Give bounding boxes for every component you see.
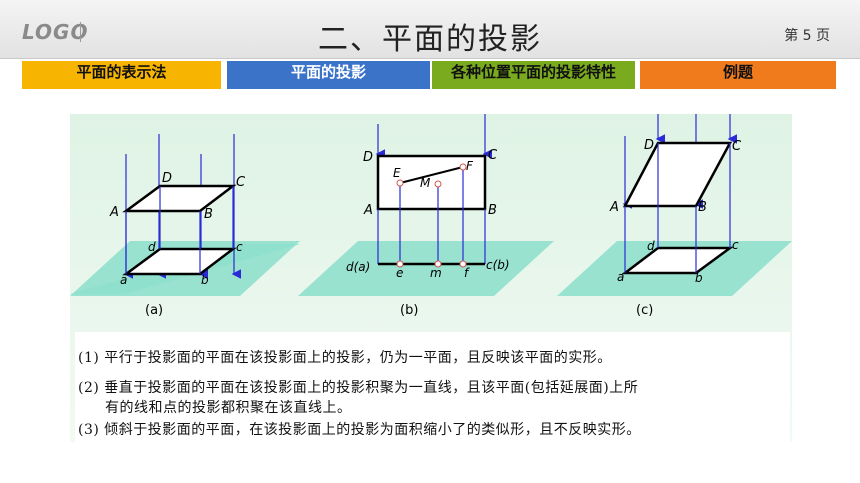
diagram-c: A B C D a b c d (c) [557,114,792,318]
label-F: F [466,159,474,173]
label-C: C [732,139,742,154]
label-D: D [644,138,654,153]
label-B: B [698,200,707,215]
tab-plane-representation[interactable]: 平面的表示法 [22,61,221,89]
notes-panel: (1) 平行于投影面的平面在该投影面上的投影，仍为一平面，且反映该平面的实形。 … [75,332,790,442]
label-M: M [420,176,431,190]
label-D: D [162,171,172,186]
page-title: 二、平面的投影 [318,22,542,57]
projection-diagram: A B C D a b c d (a) [70,114,792,318]
label-f: f [464,266,470,280]
label-c-b: c(b) [486,258,510,272]
label-D: D [363,150,373,165]
diagram-b: A B C D E F M d(a) e m f c(b) (b) [298,114,554,318]
label-a: a [120,273,127,287]
projection-plane-b [298,241,554,296]
note-1: (1) 平行于投影面的平面在该投影面上的投影，仍为一平面，且反映该平面的实形。 [78,350,612,366]
label-d: d [647,239,655,253]
label-c: c [236,240,243,254]
label-A: A [609,200,619,215]
label-B: B [204,207,213,222]
header-bar: LOGO 二、平面的投影 第 5 页 [0,0,860,59]
label-d-a: d(a) [346,260,370,274]
caption-a: (a) [145,303,163,318]
logo-divider [80,22,81,42]
note-2: (2) 垂直于投影面的平面在该投影面上的投影积聚为一直线，且该平面(包括延展面)… [78,380,639,396]
caption-c: (c) [636,303,653,318]
label-A: A [363,203,373,218]
label-d: d [148,240,156,254]
label-b: b [201,273,209,287]
label-E: E [393,166,401,180]
label-B: B [488,203,497,218]
label-m: m [430,266,442,280]
note-2-continued: 有的线和点的投影都积聚在该直线上。 [105,400,352,416]
plane-abcd-vertical [376,154,487,211]
label-C: C [488,148,498,163]
label-C: C [236,175,246,190]
label-e: e [396,266,403,280]
label-a: a [617,270,624,284]
tab-examples[interactable]: 例题 [640,61,836,89]
label-b: b [695,271,703,285]
tab-projection-properties[interactable]: 各种位置平面的投影特性 [432,61,635,89]
diagram-a: A B C D a b c d (a) [70,134,300,318]
plane-abcd-inclined [622,141,733,208]
label-c: c [732,238,739,252]
page-number: 第 5 页 [784,28,830,44]
logo: LOGO [22,20,89,44]
caption-b: (b) [400,303,418,318]
tab-plane-projection[interactable]: 平面的投影 [227,61,430,89]
label-A: A [109,205,119,220]
plane-abcd [122,184,237,213]
note-3: (3) 倾斜于投影面的平面，在该投影面上的投影为面积缩小了的类似形，且不反映实形… [78,422,641,438]
